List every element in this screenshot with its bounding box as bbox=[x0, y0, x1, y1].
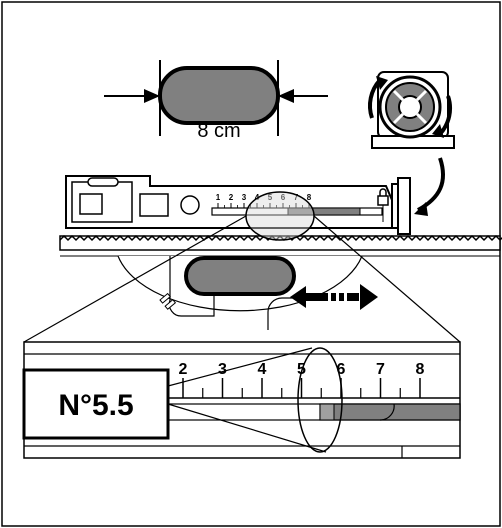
small-scale-label: 3 bbox=[242, 193, 247, 202]
buttonhole-slot-icon bbox=[184, 256, 296, 296]
buttonhole-shape-icon bbox=[158, 66, 280, 125]
buttonhole-size-label: 8 cm bbox=[197, 120, 240, 142]
bobbin-case-icon bbox=[368, 71, 455, 149]
large-scale-label: 2 bbox=[179, 361, 188, 378]
large-scale-label: 6 bbox=[337, 361, 346, 378]
lock-icon bbox=[377, 188, 389, 222]
large-scale-label: 8 bbox=[416, 361, 425, 378]
setting-label: N°5.5 bbox=[58, 389, 133, 422]
zoom-line-right bbox=[313, 215, 461, 343]
setting-label-box: N°5.5 bbox=[22, 368, 170, 440]
needle-indicator bbox=[87, 177, 119, 187]
magnify-ellipse bbox=[245, 191, 315, 241]
arrow-left-icon bbox=[278, 89, 294, 103]
zoom-line-left bbox=[23, 215, 247, 343]
small-scale-label: 2 bbox=[229, 193, 234, 202]
large-scale-label: 3 bbox=[218, 361, 227, 378]
buttonhole-size-illustration: 8 cm bbox=[104, 60, 328, 142]
small-scale-label: 1 bbox=[216, 193, 221, 202]
large-scale-label: 7 bbox=[376, 361, 385, 378]
large-scale-label: 4 bbox=[258, 361, 267, 378]
detail-ellipse bbox=[297, 347, 343, 453]
small-scale-label: 5 bbox=[268, 193, 273, 202]
small-scale-label: 8 bbox=[307, 193, 312, 202]
curved-arrow-icon bbox=[414, 157, 445, 216]
small-scale-label: 7 bbox=[294, 193, 299, 202]
arrow-right-icon bbox=[144, 89, 160, 103]
small-scale-label: 6 bbox=[281, 193, 286, 202]
double-arrow-icon bbox=[290, 284, 378, 310]
